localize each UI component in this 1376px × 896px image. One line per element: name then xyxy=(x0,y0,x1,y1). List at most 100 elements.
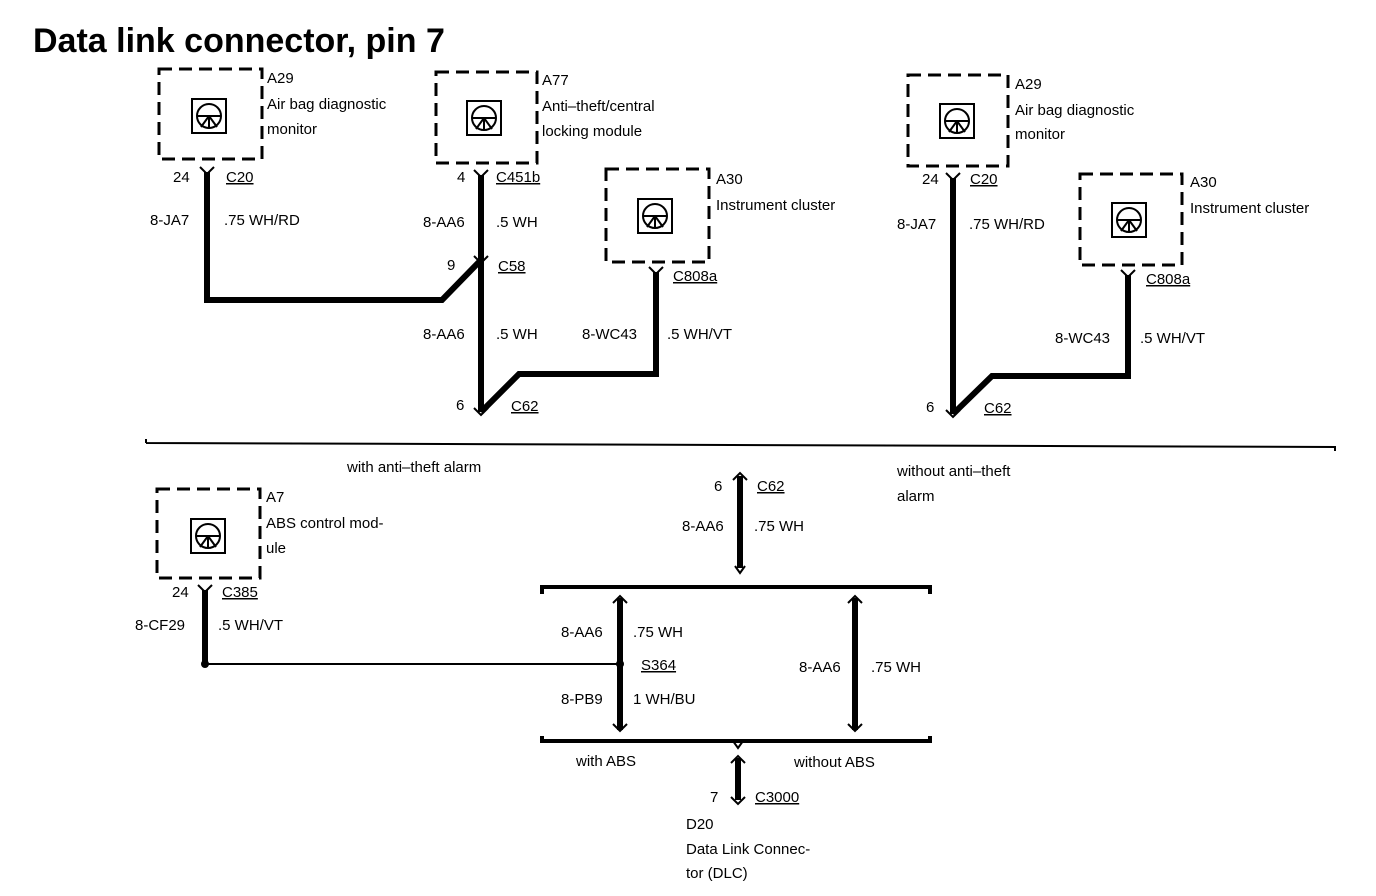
connector-c20-left: C20 xyxy=(226,169,254,186)
bus-bottom xyxy=(540,736,932,743)
circuit-ja7-left: 8-JA7 xyxy=(150,212,189,229)
pin-c62-right: 6 xyxy=(926,399,934,416)
a29-left-name-1: Air bag diagnostic xyxy=(267,96,387,113)
option-without-antitheft-2: alarm xyxy=(897,488,935,505)
a30-right-name: Instrument cluster xyxy=(1190,200,1309,217)
connector-c62-center: C62 xyxy=(757,478,785,495)
pin-c62-left: 6 xyxy=(456,397,464,414)
pin-c62-center: 6 xyxy=(714,478,722,495)
circuit-pb9: 8-PB9 xyxy=(561,691,603,708)
module-icon xyxy=(191,98,227,134)
component-a29-left xyxy=(157,67,264,161)
d20-name-1: Data Link Connec- xyxy=(686,841,810,858)
a77-id: A77 xyxy=(542,72,569,89)
splice-s364: S364 xyxy=(641,657,676,674)
a77-name-2: locking module xyxy=(542,123,642,140)
wire-a30r-to-c62 xyxy=(950,275,1131,417)
connector-c62-right: C62 xyxy=(984,400,1012,417)
terminal-bus-right-top xyxy=(847,594,863,604)
a7-id: A7 xyxy=(266,489,284,506)
a77-name-1: Anti–theft/central xyxy=(542,98,655,115)
pin-a29-left: 24 xyxy=(173,169,190,186)
connector-c451b: C451b xyxy=(496,169,540,186)
connector-c808a-right: C808a xyxy=(1146,271,1191,288)
pin-a77: 4 xyxy=(457,169,465,186)
a30-left-id: A30 xyxy=(716,171,743,188)
connector-c3000: C3000 xyxy=(755,789,799,806)
connector-c20-right: C20 xyxy=(970,171,998,188)
terminal-bus-right-bottom xyxy=(847,723,863,733)
connector-c62-left: C62 xyxy=(511,398,539,415)
circuit-aa6-noabs: 8-AA6 xyxy=(799,659,841,676)
a29-right-name-1: Air bag diagnostic xyxy=(1015,102,1135,119)
component-a7 xyxy=(155,487,262,580)
a30-right-id: A30 xyxy=(1190,174,1217,191)
option-with-abs: with ABS xyxy=(575,753,636,770)
terminal-a7 xyxy=(197,584,213,594)
terminal-bus-left-bottom xyxy=(612,723,628,733)
circuit-aa6-s364: 8-AA6 xyxy=(561,624,603,641)
terminal-a30-left xyxy=(648,266,664,276)
component-a29-right xyxy=(906,73,1010,168)
option-divider xyxy=(145,439,1336,451)
circuit-wc43-right: 8-WC43 xyxy=(1055,330,1110,347)
connector-c58: C58 xyxy=(498,258,526,275)
wire-label-ja7-left: .75 WH/RD xyxy=(224,212,300,229)
diagram-title: Data link connector, pin 7 xyxy=(33,22,445,60)
option-with-antitheft: with anti–theft alarm xyxy=(346,459,481,476)
module-icon xyxy=(466,100,502,136)
wire-label-ja7-right: .75 WH/RD xyxy=(969,216,1045,233)
pin-d20: 7 xyxy=(710,789,718,806)
pin-c58: 9 xyxy=(447,257,455,274)
pin-a29-right: 24 xyxy=(922,171,939,188)
d20-id: D20 xyxy=(686,816,714,833)
terminal-a30-right xyxy=(1120,269,1136,279)
wire-label-cf29: .5 WH/VT xyxy=(218,617,283,634)
module-icon xyxy=(190,518,226,554)
option-without-antitheft-1: without anti–theft xyxy=(896,463,1011,480)
module-icon xyxy=(637,198,673,234)
terminal-c62-right xyxy=(945,409,961,419)
wire-a30-to-c62 xyxy=(478,272,659,415)
component-a30-right xyxy=(1078,172,1184,267)
terminal-c62-left xyxy=(473,407,489,417)
wire-a29-to-c58 xyxy=(204,172,482,303)
terminal-c58 xyxy=(473,255,489,265)
circuit-wc43-left: 8-WC43 xyxy=(582,326,637,343)
component-a30-left xyxy=(604,167,711,264)
d20-name-2: tor (DLC) xyxy=(686,865,748,882)
terminal-c62-center xyxy=(732,471,748,481)
wire-label-aa6-s364: .75 WH xyxy=(633,624,683,641)
wire-label-wc43-right: .5 WH/VT xyxy=(1140,330,1205,347)
circuit-aa6-center: 8-AA6 xyxy=(682,518,724,535)
circuit-cf29: 8-CF29 xyxy=(135,617,185,634)
bus-to-dlc-arrow xyxy=(732,740,744,750)
wire-label-aa6-a77: .5 WH xyxy=(496,214,538,231)
pin-a7: 24 xyxy=(172,584,189,601)
terminal-bus-left-top xyxy=(612,594,628,604)
terminal-a29-left xyxy=(199,166,215,176)
bus-arrow xyxy=(734,565,746,575)
circuit-aa6-a77: 8-AA6 xyxy=(423,214,465,231)
module-icon xyxy=(939,103,975,139)
a7-name-1: ABS control mod- xyxy=(266,515,384,532)
a29-left-name-2: monitor xyxy=(267,121,317,138)
wire-label-pb9: 1 WH/BU xyxy=(633,691,696,708)
a29-left-id: A29 xyxy=(267,70,294,87)
bus-top xyxy=(540,585,932,594)
component-a77 xyxy=(434,70,539,165)
splice-dot-a7 xyxy=(201,660,209,668)
a29-right-name-2: monitor xyxy=(1015,126,1065,143)
splice-s364-dot xyxy=(616,660,624,668)
a29-right-id: A29 xyxy=(1015,76,1042,93)
wire-label-aa6-noabs: .75 WH xyxy=(871,659,921,676)
a30-left-name: Instrument cluster xyxy=(716,197,835,214)
option-without-abs: without ABS xyxy=(793,754,875,771)
wire-label-aa6-center: .75 WH xyxy=(754,518,804,535)
module-icon xyxy=(1111,202,1147,238)
connector-c385: C385 xyxy=(222,584,258,601)
connector-c808a-left: C808a xyxy=(673,268,718,285)
terminal-dlc-top xyxy=(730,754,746,764)
wire-label-wc43-left: .5 WH/VT xyxy=(667,326,732,343)
